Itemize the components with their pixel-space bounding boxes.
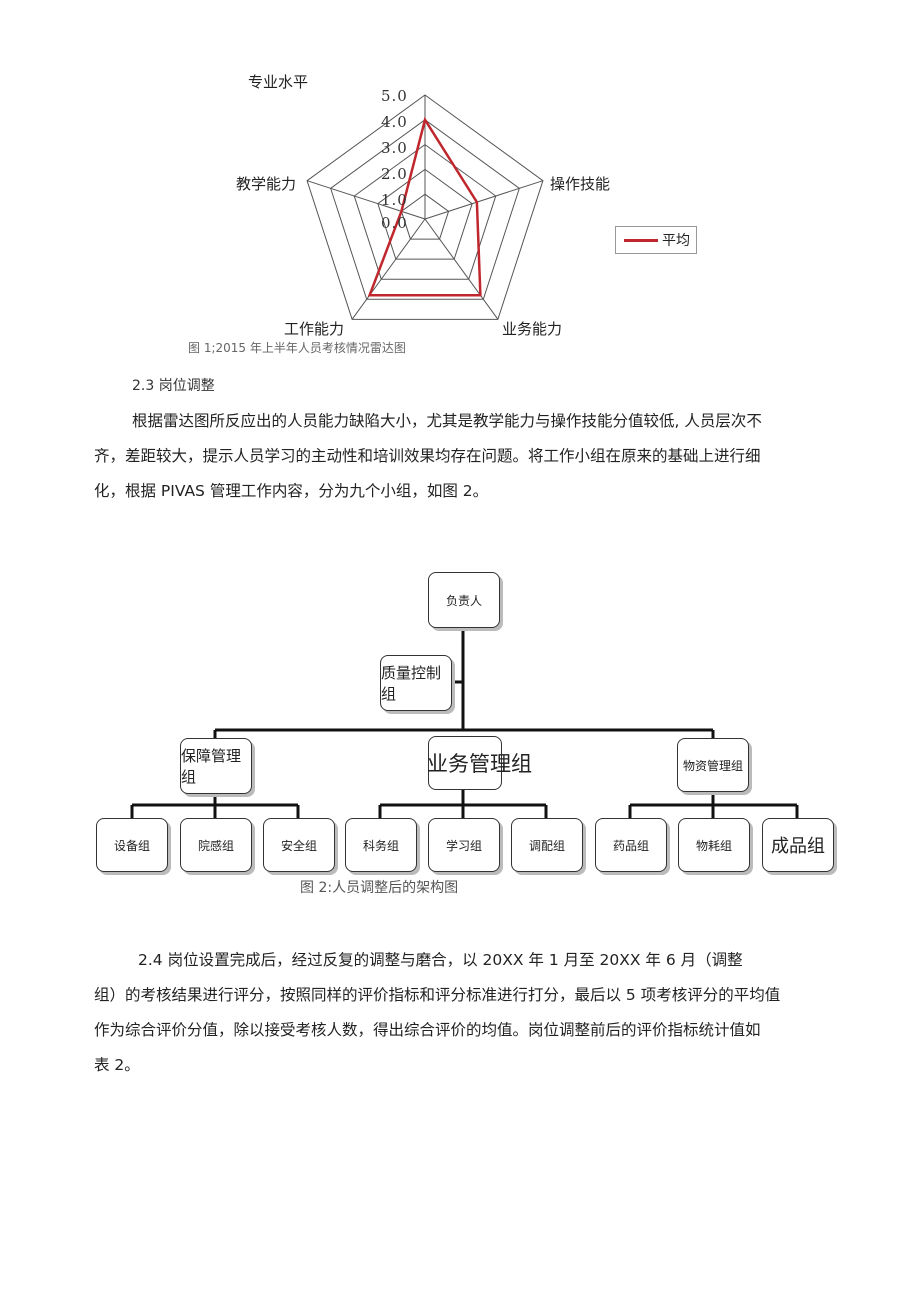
radar-grid-ring (400, 193, 450, 240)
org-unit-box: 设备组 (96, 818, 168, 872)
legend-label: 平均 (662, 233, 690, 249)
paragraph-line: 根据雷达图所反应出的人员能力缺陷大小，尤其是教学能力与操作技能分值较低, 人员层… (132, 412, 762, 430)
axis-label-operation: 操作技能 (550, 175, 611, 193)
legend-swatch (624, 239, 658, 242)
radar-series-line (367, 116, 482, 297)
paragraph-line: 作为综合评价分值，除以接受考核人数，得出综合评价的均值。岗位调整前后的评价指标统… (94, 1021, 761, 1039)
radar-grid-ring (306, 94, 544, 320)
radar-spoke (424, 218, 499, 320)
chart-legend: 平均 (615, 226, 697, 254)
tick-label-3: 3.0 (381, 139, 408, 157)
org-unit-box: 院感组 (180, 818, 252, 872)
radar-chart (306, 94, 544, 320)
radar-spoke (424, 180, 544, 220)
radar-grid-ring (330, 119, 520, 300)
section-2-4-paragraph: 2.4 岗位设置完成后，经过反复的调整与磨合，以 20XX 年 1 月至 20X… (94, 943, 874, 1083)
paragraph-line: 表 2。 (94, 1056, 140, 1074)
tick-label-5: 5.0 (381, 87, 408, 105)
radar-grid-ring (353, 143, 497, 280)
org-group-label: 业务管理组 (427, 752, 532, 776)
radar-spoke (306, 180, 426, 220)
org-unit-box: 安全组 (263, 818, 335, 872)
section-2-3-paragraph: 根据雷达图所反应出的人员能力缺陷大小，尤其是教学能力与操作技能分值较低, 人员层… (94, 404, 854, 509)
radar-grid-ring (377, 168, 473, 260)
axis-label-teaching: 教学能力 (236, 175, 297, 193)
tick-label-1: 1.0 (381, 191, 408, 209)
org-group-box: 物资管理组 (677, 738, 749, 792)
org-unit-box: 学习组 (428, 818, 500, 872)
paragraph-line: 组）的考核结果进行评分，按照同样的评价指标和评分标准进行打分，最后以 5 项考核… (94, 986, 781, 1004)
paragraph-line: 化，根据 PIVAS 管理工作内容，分为九个小组，如图 2。 (94, 482, 489, 500)
axis-label-business: 业务能力 (502, 320, 563, 338)
paragraph-line: 齐，差距较大，提示人员学习的主动性和培训效果均存在问题。将工作小组在原来的基础上… (94, 447, 761, 465)
org-unit-box: 成品组 (762, 818, 834, 872)
org-group-box: 业务管理组 (427, 736, 532, 790)
org-side-box: 质量控制组 (380, 655, 452, 711)
org-unit-box: 科务组 (345, 818, 417, 872)
tick-label-4: 4.0 (381, 113, 408, 131)
paragraph-line: 2.4 岗位设置完成后，经过反复的调整与磨合，以 20XX 年 1 月至 20X… (138, 951, 743, 969)
tick-label-2: 2.0 (381, 165, 408, 183)
org-unit-box: 药品组 (595, 818, 667, 872)
org-group-box: 保障管理组 (180, 738, 252, 794)
org-root-box: 负责人 (428, 572, 500, 628)
axis-label-professional: 专业水平 (248, 73, 309, 91)
tick-label-0: 0.0 (381, 214, 408, 232)
org-unit-box: 调配组 (511, 818, 583, 872)
figure-2-caption: 图 2:人员调整后的架构图 (300, 880, 459, 896)
section-heading-2-3: 2.3 岗位调整 (132, 378, 215, 394)
radar-spoke (351, 218, 426, 320)
org-unit-box: 物耗组 (678, 818, 750, 872)
figure-1-caption: 图 1;2015 年上半年人员考核情况雷达图 (188, 341, 406, 355)
axis-label-work: 工作能力 (284, 320, 345, 338)
